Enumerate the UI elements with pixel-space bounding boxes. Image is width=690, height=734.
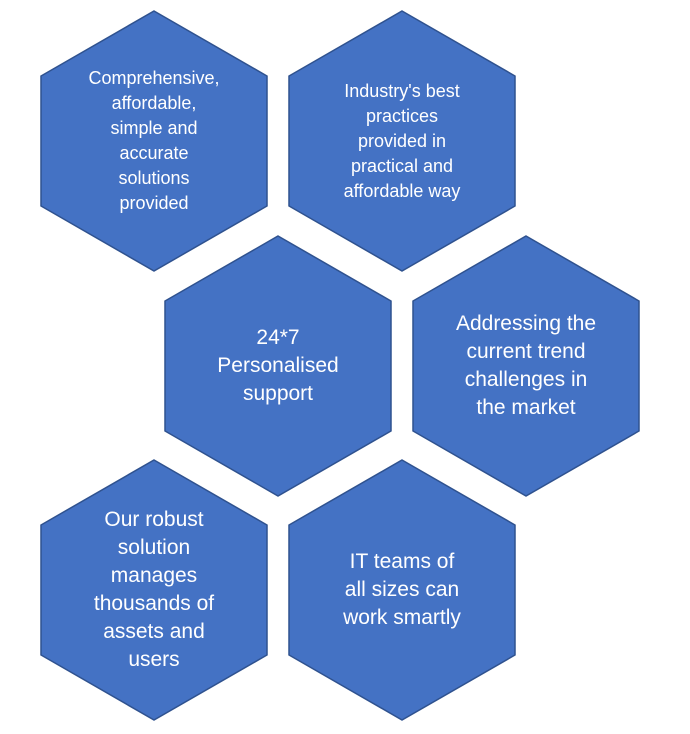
hexagon-label: Industry's best practices provided in pr… xyxy=(343,80,461,201)
hexagon-personalised-support: 24*7 Personalised support xyxy=(164,235,392,497)
hexagon-shape xyxy=(40,459,268,721)
hexagon-label: Our robust solution manages thousands of… xyxy=(93,508,215,671)
hexagon-label: Comprehensive, affordable, simple and ac… xyxy=(88,68,220,213)
hexagon-shape xyxy=(164,235,392,497)
hexagon-it-teams: IT teams of all sizes can work smartly xyxy=(288,459,516,721)
hexagon-label: IT teams of all sizes can work smartly xyxy=(343,550,461,629)
hexagon-label: Addressing the current trend challenges … xyxy=(455,312,597,419)
hexagon-shape xyxy=(412,235,640,497)
hexagon-market-trends: Addressing the current trend challenges … xyxy=(412,235,640,497)
hexagon-label: 24*7 Personalised support xyxy=(217,326,339,405)
hexagon-shape xyxy=(288,10,516,272)
hexagon-shape xyxy=(40,10,268,272)
hexagon-robust-solution: Our robust solution manages thousands of… xyxy=(40,459,268,721)
hexagon-best-practices: Industry's best practices provided in pr… xyxy=(288,10,516,272)
hexagon-comprehensive-solutions: Comprehensive, affordable, simple and ac… xyxy=(40,10,268,272)
hexagon-shape xyxy=(288,459,516,721)
